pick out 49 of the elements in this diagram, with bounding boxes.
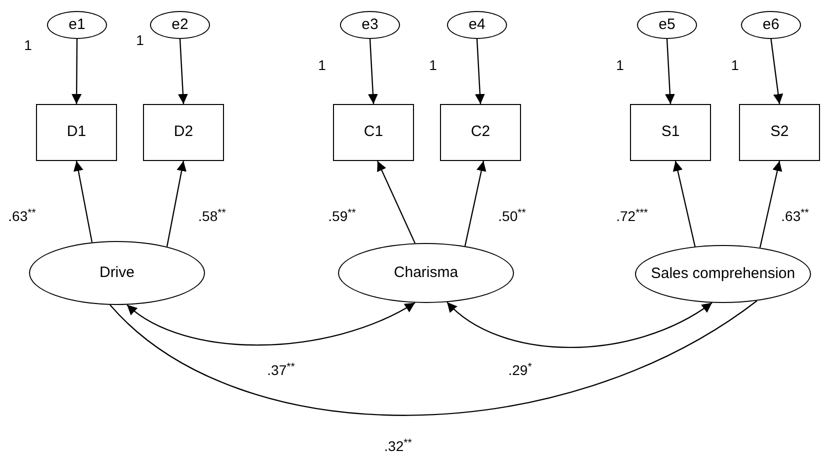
edge-label: .63$^{**}$ — [779, 209, 811, 223]
node-label: Sales comprehension — [650, 264, 796, 284]
observed-variable-box — [630, 104, 711, 161]
node-label: Drive — [98, 264, 136, 282]
node-label: D1 — [66, 123, 88, 142]
node-label: e5 — [658, 16, 676, 34]
edge-label: 1 — [614, 58, 626, 72]
observed-variable-box — [739, 104, 820, 161]
edge-label: 1 — [134, 33, 146, 47]
covariance-arrow — [446, 302, 712, 348]
node-label: Charisma — [392, 264, 460, 282]
edge-label: .37$^{**}$ — [265, 363, 297, 377]
edge-label: .50$^{**}$ — [496, 209, 528, 223]
edge-label: 1 — [316, 58, 328, 72]
edge-label: .72$^{***}$ — [614, 209, 650, 223]
observed-variable-box — [36, 104, 117, 161]
path-arrow — [178, 38, 188, 104]
path-arrow — [474, 38, 485, 104]
node-label: C2 — [470, 123, 492, 142]
path-arrow — [73, 160, 93, 242]
edge-label: .32$^{**}$ — [382, 439, 414, 453]
node-label: e6 — [762, 16, 780, 34]
node-label: D2 — [172, 123, 194, 142]
edge-label: 1 — [22, 38, 34, 52]
node-label: S2 — [769, 123, 790, 142]
observed-variable-box — [143, 104, 224, 161]
edge-label: .59$^{**}$ — [326, 209, 358, 223]
node-label: e1 — [68, 16, 86, 34]
path-arrow — [664, 38, 675, 104]
edge-label: 1 — [427, 58, 439, 72]
path-arrow — [166, 160, 187, 247]
edge-label: 1 — [729, 58, 741, 72]
edge-label: .63$^{**}$ — [6, 209, 38, 223]
path-arrow — [672, 160, 696, 247]
node-label: e2 — [170, 16, 190, 34]
observed-variable-box — [440, 104, 521, 161]
path-arrow — [464, 160, 486, 246]
node-label: C1 — [362, 123, 384, 142]
edge-label: .58$^{**}$ — [196, 209, 228, 223]
node-label: e4 — [468, 16, 486, 34]
covariance-arrow — [126, 302, 416, 346]
observed-variable-box — [333, 104, 414, 161]
node-label: S1 — [660, 123, 681, 142]
path-arrow — [376, 160, 416, 244]
path-arrow — [770, 38, 784, 104]
path-arrow — [368, 38, 378, 104]
node-label: e3 — [360, 16, 380, 34]
path-arrow — [72, 39, 82, 104]
path-arrow — [759, 160, 782, 248]
